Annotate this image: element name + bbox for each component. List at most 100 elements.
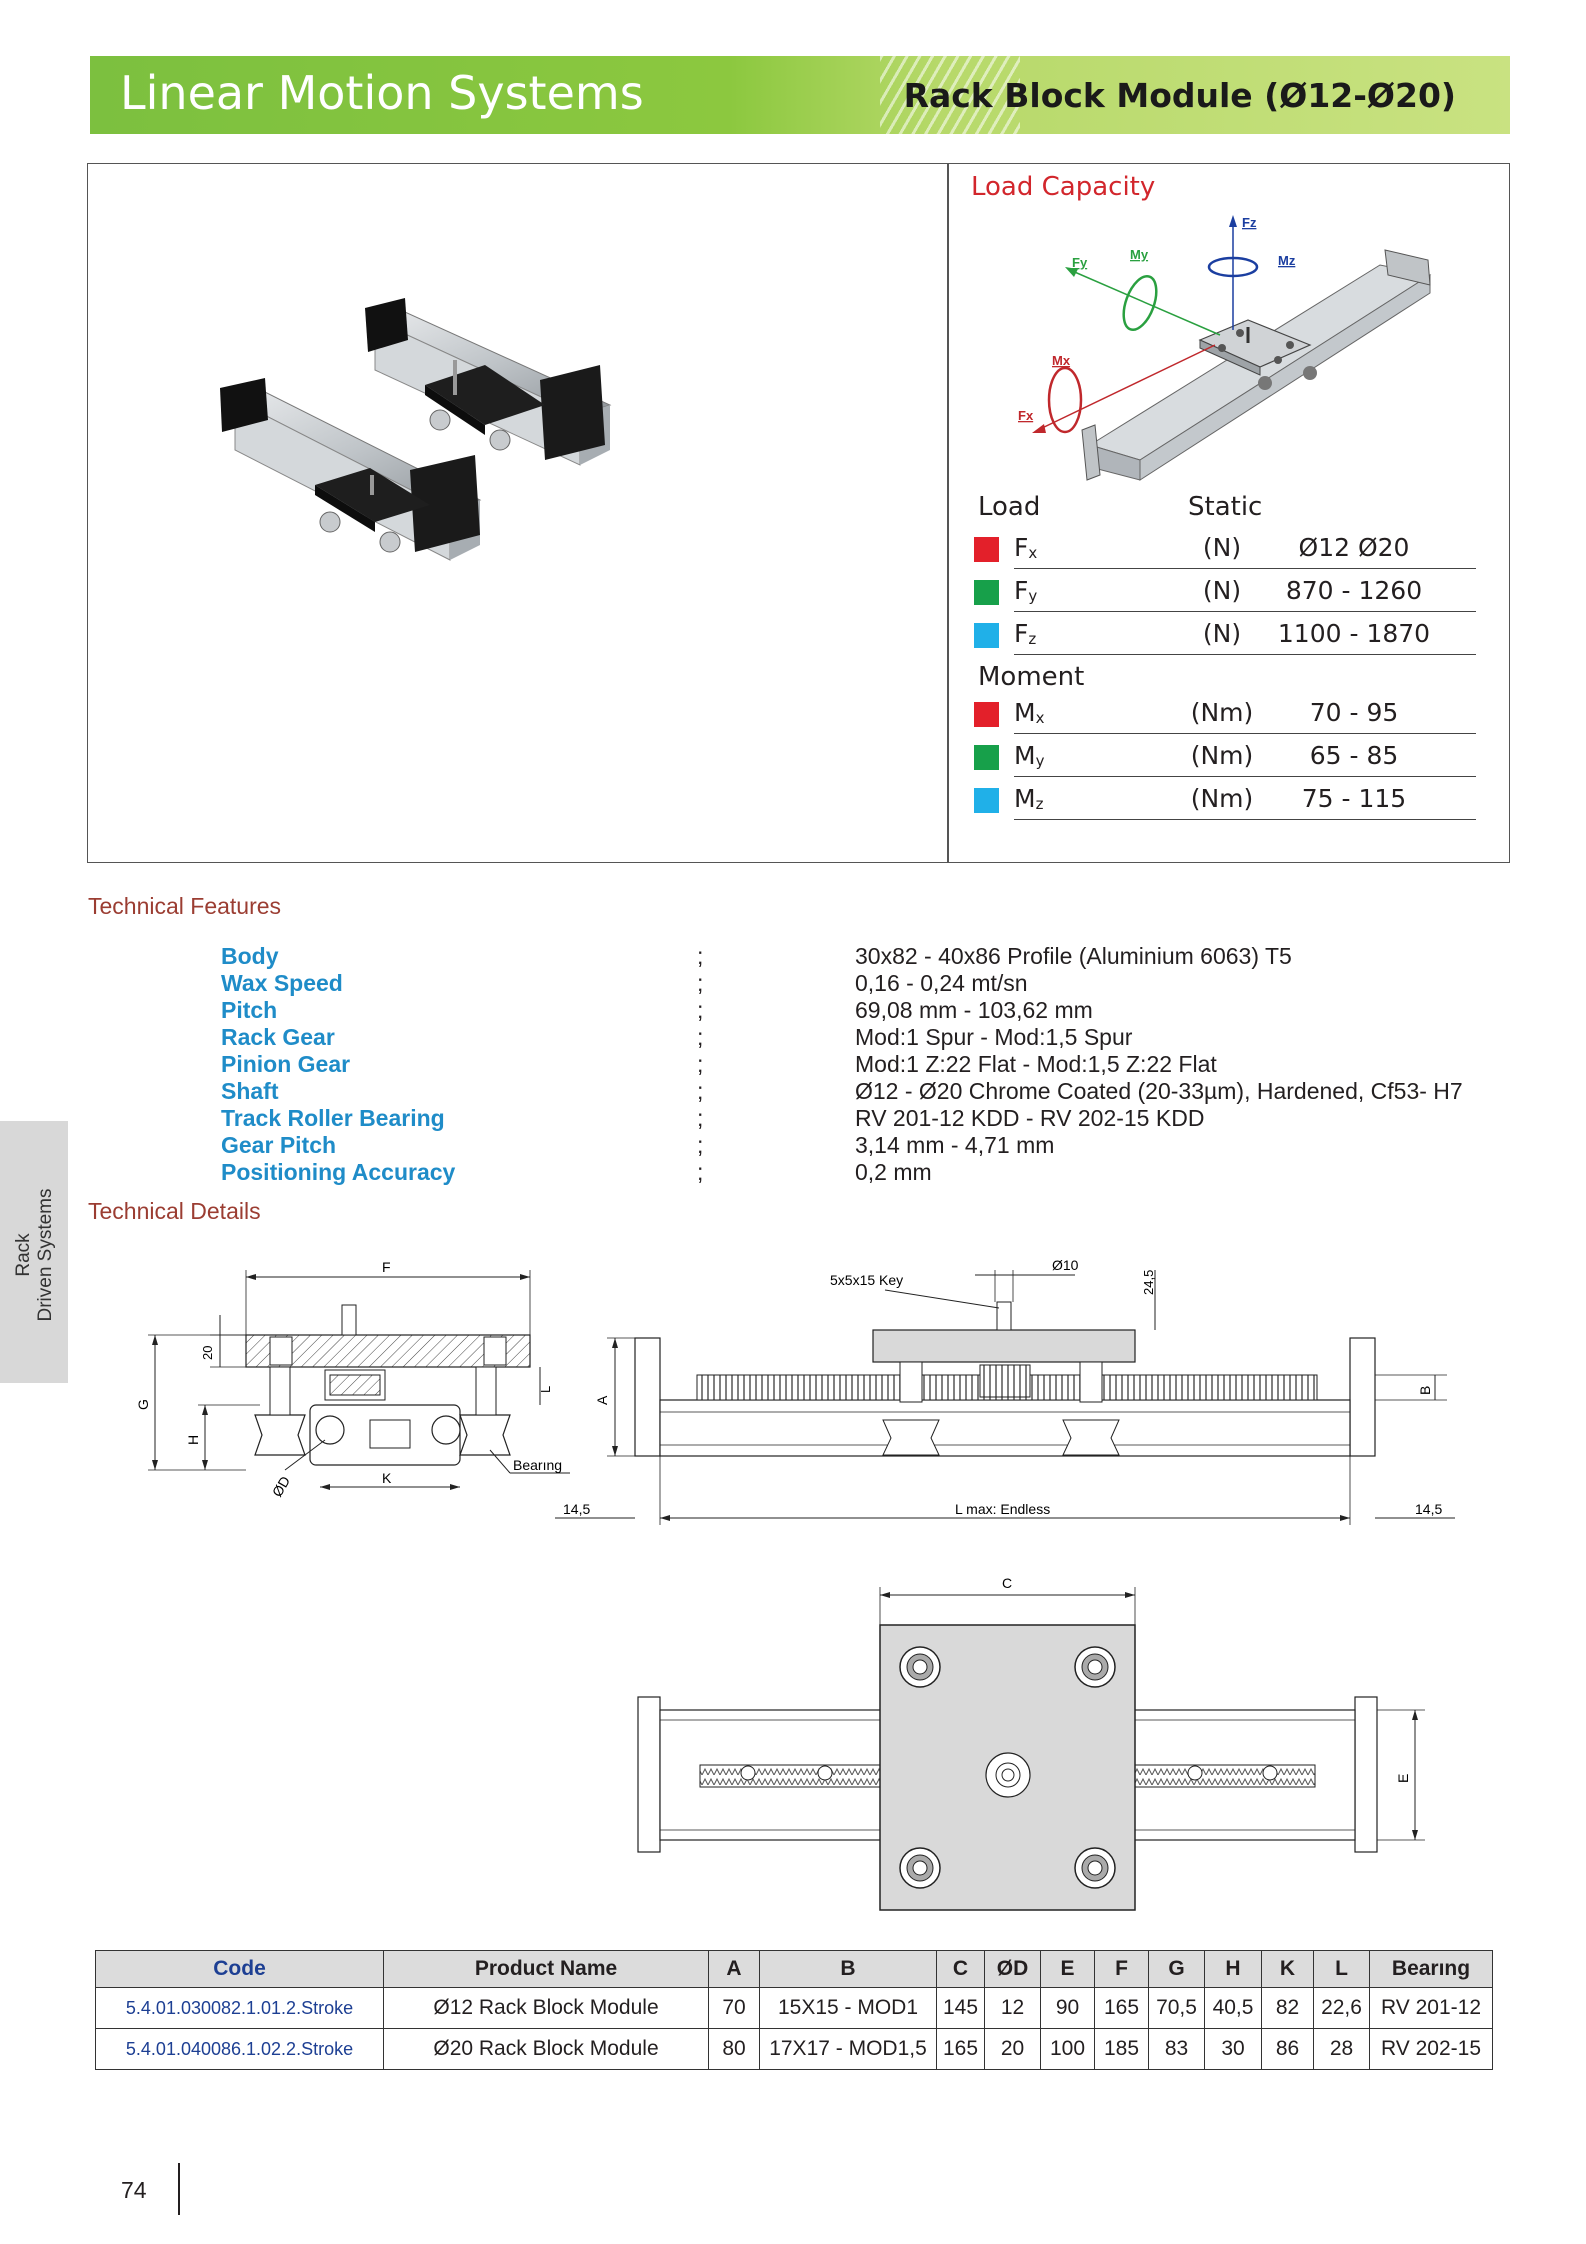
- cell-e: 100: [1040, 2028, 1095, 2070]
- feature-separator: ;: [697, 970, 704, 996]
- moment-symbol: Mx: [1014, 698, 1045, 727]
- feature-label: Shaft: [221, 1078, 279, 1104]
- product-overview-box: [87, 163, 1510, 863]
- col-b: B: [759, 1950, 937, 1988]
- table-header-row: Code Product Name A B C ØD E F G H K L B…: [95, 1950, 1493, 1988]
- dim-24-5: 24,5: [1141, 1270, 1156, 1295]
- dim-g: G: [135, 1399, 151, 1410]
- cell-k: 82: [1261, 1987, 1314, 2029]
- dim-20: 20: [200, 1346, 215, 1360]
- side-view-drawing: 5x5x15 Key Ø10 24,5 A B 14,5 L max: Endl…: [555, 1257, 1455, 1525]
- load-value: Ø12 Ø20: [1298, 533, 1410, 562]
- load-row-fz: Fz (N) 1100 - 1870: [974, 613, 1476, 655]
- feature-label: Positioning Accuracy: [221, 1159, 456, 1185]
- feature-value: 3,14 mm - 4,71 mm: [855, 1132, 1055, 1158]
- col-h: H: [1204, 1950, 1262, 1988]
- row-rule: [1014, 732, 1476, 734]
- feature-value: 0,2 mm: [855, 1159, 932, 1185]
- feature-separator: ;: [697, 1105, 704, 1131]
- col-l: L: [1313, 1950, 1370, 1988]
- header-banner: Linear Motion Systems Rack Block Module …: [90, 56, 1510, 134]
- load-symbol: Fx: [1014, 533, 1038, 562]
- load-value: 870 - 1260: [1285, 576, 1423, 605]
- col-g: G: [1148, 1950, 1205, 1988]
- side-tab-text: Rack Driven Systems: [13, 1188, 56, 1322]
- red-swatch: [974, 537, 999, 562]
- green-swatch: [974, 745, 999, 770]
- blue-swatch: [974, 623, 999, 648]
- row-rule: [1014, 567, 1476, 569]
- cross-section-drawing: F 20 G H L ØD K Bearıng: [135, 1259, 570, 1500]
- cell-a: 70: [708, 1987, 760, 2029]
- cell-product-name: Ø12 Rack Block Module: [383, 1987, 709, 2029]
- moment-symbol: Mz: [1014, 784, 1044, 813]
- feature-value: Mod:1 Z:22 Flat - Mod:1,5 Z:22 Flat: [855, 1051, 1217, 1077]
- col-a: A: [708, 1950, 760, 1988]
- load-row-fx: Fx (N) Ø12 Ø20: [974, 527, 1476, 569]
- feature-value: 0,16 - 0,24 mt/sn: [855, 970, 1028, 996]
- top-view-drawing: C E: [637, 1575, 1425, 1911]
- feature-value: 69,08 mm - 103,62 mm: [855, 997, 1093, 1023]
- feature-label: Wax Speed: [221, 970, 343, 996]
- row-rule: [1014, 775, 1476, 777]
- spec-table: Code Product Name A B C ØD E F G H K L B…: [95, 1950, 1493, 2070]
- dim-left-offset: 14,5: [563, 1501, 590, 1517]
- mz-label: Mz: [1278, 253, 1296, 268]
- dim-l: L: [538, 1386, 553, 1393]
- dim-lmax: L max: Endless: [955, 1501, 1050, 1517]
- fy-label: Fy: [1072, 255, 1088, 270]
- feature-label: Pinion Gear: [221, 1051, 351, 1077]
- col-c: C: [936, 1950, 985, 1988]
- table-row: 5.4.01.030082.1.01.2.Stroke Ø12 Rack Blo…: [95, 1987, 1493, 2029]
- header-subtitle: Rack Block Module (Ø12-Ø20): [903, 76, 1456, 115]
- feature-value: Mod:1 Spur - Mod:1,5 Spur: [855, 1024, 1133, 1050]
- load-capacity-title: Load Capacity: [971, 172, 1156, 202]
- my-label: My: [1130, 247, 1149, 262]
- moment-symbol: My: [1014, 741, 1045, 770]
- feature-value: Ø12 - Ø20 Chrome Coated (20-33µm), Harde…: [855, 1078, 1463, 1104]
- moment-heading: Moment: [978, 662, 1085, 692]
- red-swatch: [974, 702, 999, 727]
- feature-separator: ;: [697, 1159, 704, 1185]
- feature-value: RV 201-12 KDD - RV 202-15 KDD: [855, 1105, 1205, 1131]
- dim-h: H: [185, 1435, 201, 1445]
- col-product-name: Product Name: [383, 1950, 709, 1988]
- dim-a: A: [594, 1395, 610, 1405]
- cell-d: 12: [984, 1987, 1041, 2029]
- feature-label: Body: [221, 943, 279, 969]
- load-symbol: Fy: [1014, 576, 1038, 605]
- feature-label: Track Roller Bearing: [221, 1105, 445, 1131]
- col-f: F: [1094, 1950, 1149, 1988]
- cell-b: 17X17 - MOD1,5: [759, 2028, 937, 2070]
- cell-f: 185: [1094, 2028, 1149, 2070]
- blue-swatch: [974, 788, 999, 813]
- feature-separator: ;: [697, 1051, 704, 1077]
- dim-k: K: [382, 1470, 392, 1486]
- cell-b: 15X15 - MOD1: [759, 1987, 937, 2029]
- dim-d10: Ø10: [1052, 1257, 1079, 1273]
- load-heading: Load: [978, 492, 1041, 522]
- technical-details-title: Technical Details: [88, 1198, 261, 1224]
- fz-label: Fz: [1242, 215, 1257, 230]
- feature-separator: ;: [697, 1132, 704, 1158]
- feature-label: Rack Gear: [221, 1024, 335, 1050]
- feature-value: 30x82 - 40x86 Profile (Aluminium 6063) T…: [855, 943, 1292, 969]
- moment-value: 65 - 85: [1309, 741, 1399, 770]
- moment-row-mx: Mx (Nm) 70 - 95: [974, 692, 1476, 734]
- row-rule: [1014, 610, 1476, 612]
- moment-value: 70 - 95: [1309, 698, 1399, 727]
- page-number-divider: [178, 2163, 180, 2215]
- technical-features-title: Technical Features: [88, 893, 282, 919]
- cell-code: 5.4.01.030082.1.01.2.Stroke: [95, 1987, 384, 2029]
- row-rule: [1014, 818, 1476, 820]
- moment-row-my: My (Nm) 65 - 85: [974, 735, 1476, 777]
- load-unit: (N): [1202, 533, 1242, 562]
- header-stripes: [880, 56, 1020, 134]
- cell-a: 80: [708, 2028, 760, 2070]
- cell-e: 90: [1040, 1987, 1095, 2029]
- cell-l: 22,6: [1313, 1987, 1370, 2029]
- moment-row-mz: Mz (Nm) 75 - 115: [974, 778, 1476, 820]
- load-capacity-diagram: Fz Mz Fy My Fx Mx: [1018, 215, 1432, 481]
- feature-label: Gear Pitch: [221, 1132, 337, 1158]
- moment-unit: (Nm): [1190, 784, 1254, 813]
